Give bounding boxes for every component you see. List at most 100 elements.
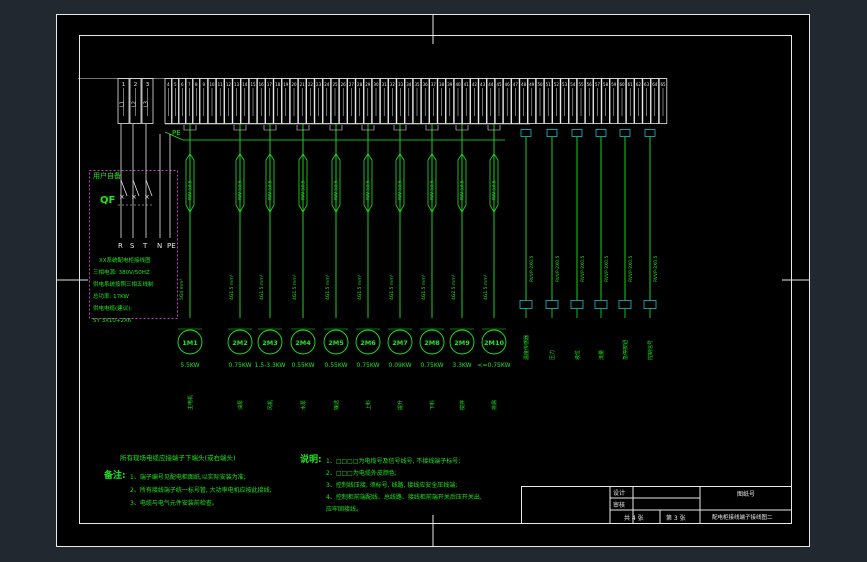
- cable-label: 4G1.5 mm²: [259, 274, 265, 300]
- motor-icon: [177, 329, 203, 355]
- terminal-number: 32: [390, 82, 396, 87]
- terminal-number: 29: [365, 82, 371, 87]
- notes-left-item: 3、电缆与电气元件安装前检查。: [130, 499, 218, 507]
- title-block-frame: [521, 486, 792, 524]
- line-label: PE: [167, 242, 176, 250]
- motor-power: 0.09KW: [388, 362, 411, 369]
- motor-power: 0.55KW: [291, 362, 314, 369]
- pe-bus-lead: [164, 131, 184, 141]
- motor-id: 2M7: [392, 339, 408, 347]
- motor-id: 2M8: [424, 339, 440, 347]
- motor-name: 上料: [365, 400, 372, 410]
- signal-name: 液位: [574, 350, 581, 360]
- terminal-number: 41: [464, 82, 470, 87]
- line-label: S: [130, 242, 135, 250]
- terminal-number: 52: [554, 82, 560, 87]
- terminal-number: 48: [521, 82, 527, 87]
- cable-label: 4G1.5 mm²: [483, 274, 489, 300]
- signal-cable-label: RVVP-2X0.5: [529, 255, 535, 282]
- motor-icon: [387, 329, 413, 355]
- terminal-number: 49: [529, 82, 535, 87]
- motor-name: 排屑: [491, 400, 498, 410]
- terminal-bridge: [393, 125, 407, 131]
- line-label: N: [157, 242, 162, 250]
- terminal-number: 3: [146, 82, 150, 88]
- terminal-number: 40: [455, 82, 461, 87]
- signal-device: [570, 300, 584, 309]
- terminal-number: 16: [259, 82, 265, 87]
- terminal-number: 11: [218, 82, 224, 87]
- cable-label: 4G1.5 mm²: [229, 274, 235, 300]
- terminal-number: 51: [546, 82, 552, 87]
- terminal-number: 43: [480, 82, 486, 87]
- motor-icon: [449, 329, 475, 355]
- motor-icon: [355, 329, 381, 355]
- motor-name: 搅拌: [459, 400, 466, 410]
- motor-id: 2M4: [295, 339, 311, 347]
- terminal-number: 31: [382, 82, 388, 87]
- signal-device: [519, 300, 533, 309]
- motor-id: 2M9: [454, 339, 470, 347]
- breaker-symbol: ×: [131, 193, 137, 201]
- terminal-number: 15: [250, 82, 256, 87]
- terminal-number: 57: [595, 82, 601, 87]
- signal-branch: RVVP-2X0.5液位: [570, 129, 586, 360]
- signal-terminal: [520, 129, 532, 137]
- terminal-number: 2: [134, 82, 138, 88]
- terminal-number: 42: [472, 82, 478, 87]
- terminal-number: 55: [578, 82, 584, 87]
- notes-left-item: 2、所有接线端子统一标号管, 大功率电机应按此接线;: [130, 486, 272, 494]
- terminal-number: 17: [267, 82, 273, 87]
- motor-id: 1M1: [182, 339, 198, 347]
- notes-right: 说明: 1、□□□□为电缆号及信号线号, 不接线端子标号; 2、□□□为电缆外皮…: [300, 453, 482, 513]
- motor-icon: [419, 329, 445, 355]
- terminal-number: 38: [439, 82, 445, 87]
- cable-marker: [489, 153, 499, 213]
- signal-branches: RVVP-2X0.5温度传感器RVVP-2X0.5压力RVVP-2X0.5液位R…: [519, 129, 659, 360]
- cable-type: RVV-3.0.5: [492, 180, 497, 200]
- motor-icon: [290, 329, 316, 355]
- user-panel-title: 用户自备: [93, 171, 121, 180]
- notes-left: 所有现场电缆应接端子下端头(或右端头) 备注: 1、端子编号见配电柜图纸,以实际…: [103, 453, 272, 507]
- notes-right-title: 说明:: [300, 453, 322, 465]
- cable-type: RVV-3.0.5: [366, 180, 371, 200]
- terminal-number: 27: [349, 82, 355, 87]
- motor-name: 油泵: [237, 400, 244, 410]
- line-label: T: [142, 242, 148, 250]
- pe-label: PE: [172, 129, 181, 137]
- terminal-bridge: [361, 125, 375, 131]
- motor-power: 0.75KW: [356, 362, 379, 369]
- motor-name: 输送: [333, 400, 340, 410]
- terminal-number: 33: [398, 82, 404, 87]
- notes-left-title: 备注:: [103, 469, 126, 481]
- motor-id: 2M10: [484, 339, 505, 347]
- motor-icon: [257, 329, 283, 355]
- cable-type: RVV-3.0.5: [268, 180, 273, 200]
- terminal-number: 46: [505, 82, 511, 87]
- tb-page-number: 第 3 张: [666, 514, 686, 522]
- motor-name: 下料: [429, 400, 436, 410]
- terminal-number: 58: [603, 82, 609, 87]
- breaker-label: QF: [100, 195, 115, 206]
- cable-label: 5G4 mm²: [179, 279, 185, 300]
- terminal-number: 60: [619, 82, 625, 87]
- notes-right-item: 2、□□□为电缆外皮颜色;: [326, 469, 397, 477]
- signal-terminal: [595, 129, 607, 137]
- title-block: 设计 审核 共 4 张 第 3 张 图纸号 配电柜接线端子接线图二: [521, 486, 792, 524]
- cable-marker: [331, 153, 341, 213]
- drawing-sheet: [56, 14, 810, 547]
- notes-right-item: 应牢固接线。: [326, 505, 362, 513]
- motor-power: 0.55KW: [324, 362, 347, 369]
- signal-cable-label: RVVP-2X0.5: [604, 255, 610, 282]
- motor-name: 风机: [267, 400, 274, 410]
- terminal-number: 21: [300, 82, 306, 87]
- terminal-bridge: [263, 125, 277, 131]
- tb-drawing-title: 配电柜接线端子接线图二: [712, 513, 773, 521]
